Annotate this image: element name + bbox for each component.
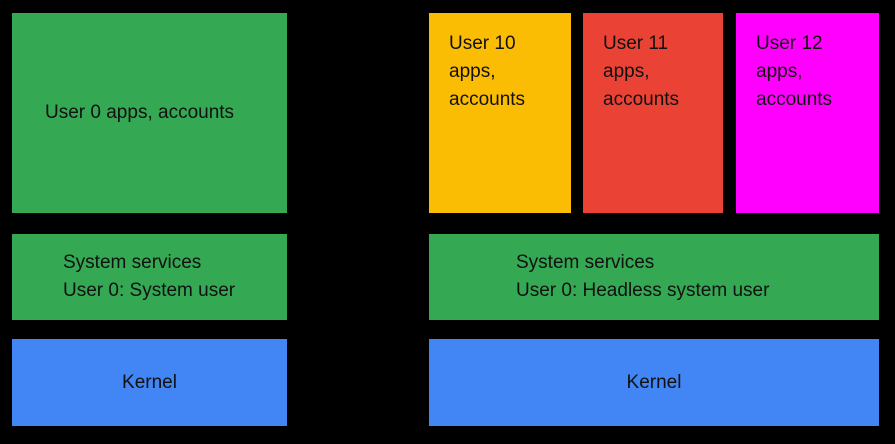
user-10-apps-label: User 10 apps, accounts	[449, 33, 526, 110]
user-12-apps-label: User 12 apps, accounts	[756, 33, 833, 110]
user-11-apps-box: User 11 apps, accounts	[583, 13, 723, 213]
kernel-label-right: Kernel	[626, 371, 682, 393]
headless-system-user-label-right: User 0: Headless system user	[516, 280, 770, 301]
system-user-label-left: User 0: System user	[63, 280, 236, 301]
kernel-label-left: Kernel	[122, 371, 177, 393]
user-0-apps-label: User 0 apps, accounts	[45, 102, 235, 123]
user-0-apps-box: User 0 apps, accounts	[12, 13, 287, 213]
system-services-label-right: System services	[516, 252, 655, 273]
system-services-box-left: System services User 0: System user	[12, 234, 287, 320]
user-12-apps-box: User 12 apps, accounts	[736, 13, 879, 213]
user-11-apps-label: User 11 apps, accounts	[603, 33, 680, 110]
system-services-box-right: System services User 0: Headless system …	[429, 234, 879, 320]
system-services-label-left: System services	[63, 252, 202, 273]
user-10-apps-box: User 10 apps, accounts	[429, 13, 571, 213]
kernel-box-left: Kernel	[12, 339, 287, 426]
kernel-box-right: Kernel	[429, 339, 879, 426]
